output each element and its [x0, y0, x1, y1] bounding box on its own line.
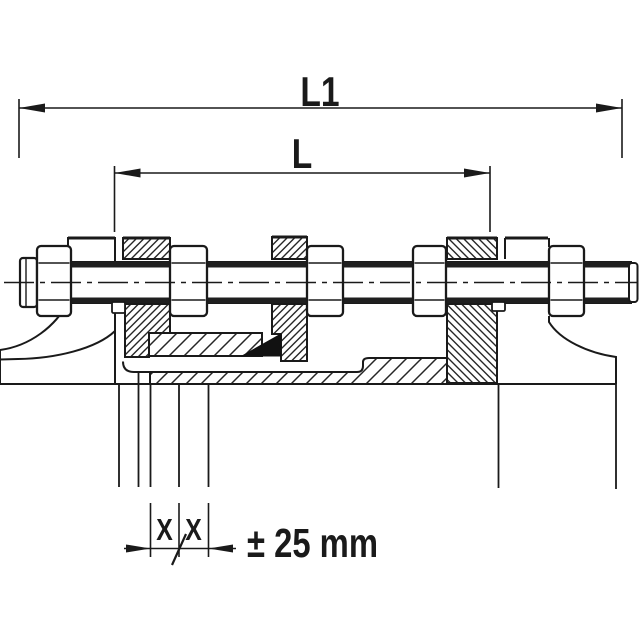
nut-chamfer-lines — [308, 262, 342, 301]
dim-l-label: L — [292, 132, 313, 178]
x-arrow-left — [126, 544, 151, 553]
left-flange-hub-curve — [0, 330, 116, 361]
right-flange-section-upper — [446, 237, 498, 260]
l-arrow-right — [464, 168, 490, 178]
tolerance-label: ± 25 mm — [247, 519, 378, 565]
dimension-l1 — [18, 99, 623, 158]
x-arrow-right — [208, 544, 233, 553]
nut-chamfer-lines — [171, 262, 206, 301]
dim-x-right-label: X — [185, 512, 202, 546]
hex-nuts — [35, 244, 586, 318]
block-top-edges — [68, 235, 548, 240]
center-ring-section-upper — [271, 236, 308, 260]
right-flange-section-lower — [446, 303, 498, 384]
sleeve-upper-band — [148, 332, 263, 357]
gasket-wedge — [240, 333, 282, 357]
right-retainer-tab — [491, 301, 506, 312]
sleeve-lower-band — [149, 357, 448, 385]
hex-nut-2 — [168, 244, 209, 318]
hex-nut-4 — [411, 244, 448, 318]
l1-arrow-left — [19, 103, 45, 113]
nut-chamfer-lines — [414, 262, 445, 301]
dimension-x — [124, 503, 236, 566]
nut-chamfer-lines — [550, 262, 583, 301]
hex-nut-1 — [35, 244, 73, 318]
x-oblique-tick — [170, 533, 188, 566]
hex-nut-3 — [305, 244, 345, 318]
l1-arrow-right — [596, 103, 622, 113]
dim-l1-label: L1 — [300, 70, 339, 116]
l-arrow-left — [114, 168, 141, 178]
plate-slot-edges — [114, 238, 506, 259]
dim-x-left-label: X — [156, 512, 173, 546]
left-retainer-tab — [111, 301, 126, 314]
lower-silhouette-lines — [118, 373, 617, 489]
nut-chamfer-lines — [38, 262, 70, 301]
dimension-l — [113, 166, 491, 232]
liner-corner-line — [122, 361, 151, 373]
left-flange-section-upper — [122, 237, 171, 260]
hex-nut-5 — [547, 244, 586, 318]
